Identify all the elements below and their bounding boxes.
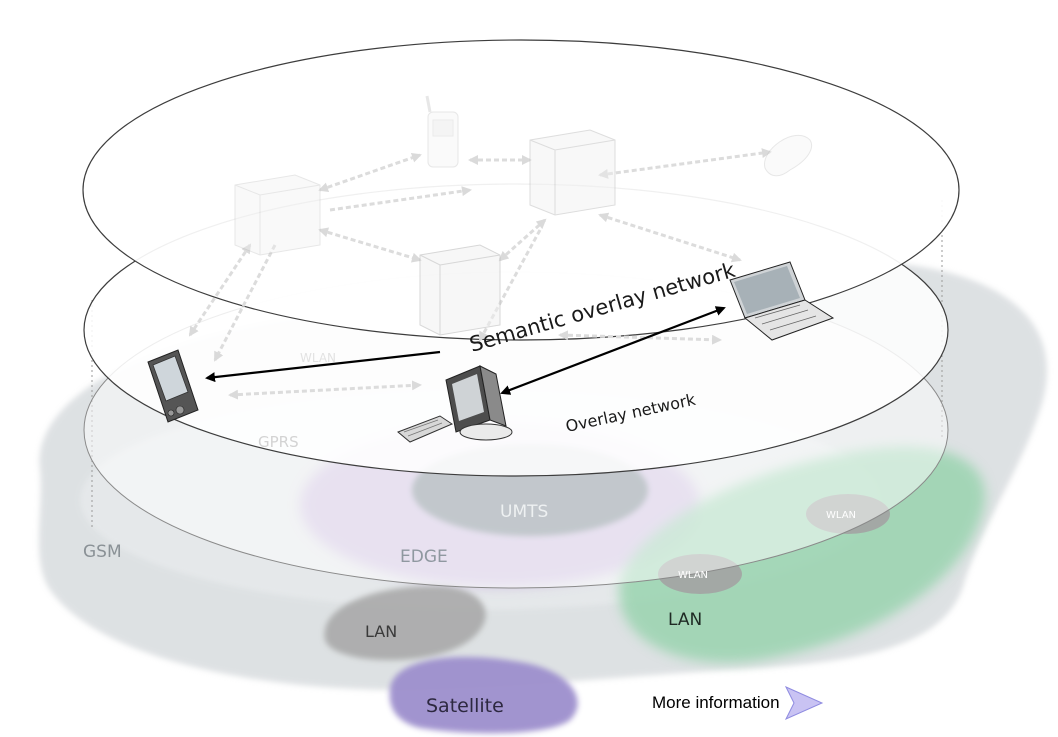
- server-icon: [529, 129, 616, 216]
- mobile-phone-icon: [425, 95, 459, 168]
- semantic-link-desktop-pda: [205, 350, 441, 383]
- more-information-link[interactable]: More information: [652, 684, 824, 722]
- lan-left-coverage: [324, 585, 486, 661]
- lan-right-label: LAN: [668, 610, 702, 630]
- server-icon: [234, 174, 321, 256]
- faded-link: [498, 218, 547, 262]
- semantic-links: [205, 306, 726, 395]
- wlan-cell-2-label: WLAN: [678, 570, 708, 581]
- semantic-overlay-layer: [82, 39, 960, 341]
- satellite-coverage: [389, 657, 578, 734]
- gsm-label: GSM: [83, 542, 122, 562]
- gprs-label: GPRS: [258, 433, 299, 451]
- semantic-link-desktop-laptop: [500, 306, 726, 395]
- desktop-computer-icon: [397, 365, 513, 443]
- faded-link: [318, 152, 422, 193]
- server-icon: [419, 244, 501, 336]
- faded-link: [598, 148, 772, 179]
- pda-icon: [147, 349, 199, 423]
- faded-link: [318, 227, 422, 263]
- overlay-devices: [147, 261, 835, 443]
- umts-label: UMTS: [500, 502, 548, 522]
- phone-handset-icon: [764, 134, 813, 177]
- edge-label: EDGE: [400, 547, 448, 567]
- wlan-cell-1-label: WLAN: [826, 510, 856, 521]
- play-triangle-icon: [784, 685, 823, 721]
- faded-link: [188, 243, 252, 337]
- more-information-label: More information: [652, 693, 780, 712]
- satellite-label: Satellite: [426, 695, 504, 717]
- faded-devices: [234, 95, 813, 336]
- faded-link: [213, 244, 277, 362]
- faded-link: [598, 212, 742, 263]
- wlan-faded-label: WLAN: [300, 351, 336, 365]
- laptop-icon: [729, 261, 835, 341]
- semantic-disc: [82, 39, 960, 341]
- lan-left-label: LAN: [365, 622, 397, 641]
